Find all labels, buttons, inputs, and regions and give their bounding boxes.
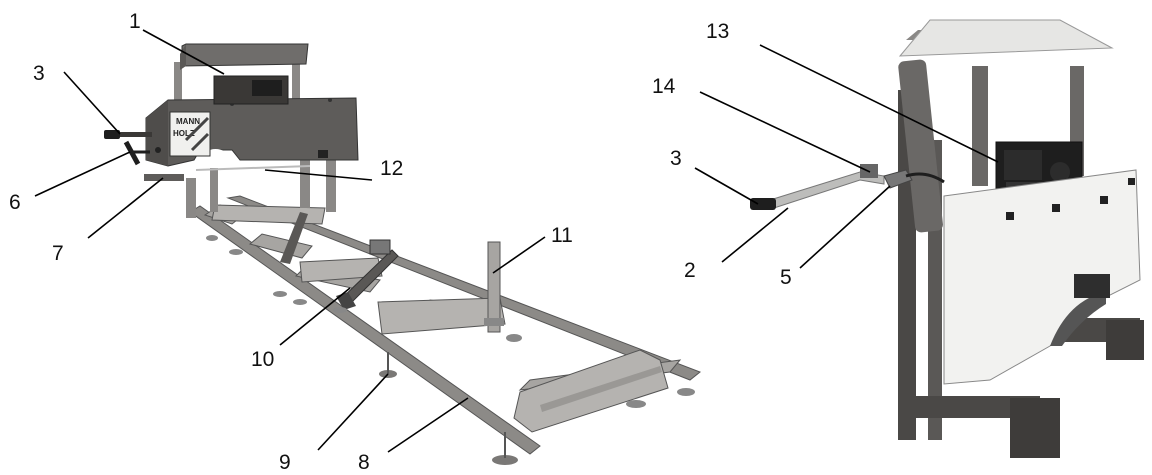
leader-5 (799, 185, 891, 269)
callout-labels: 1 3 6 7 12 11 10 9 8 13 14 3 2 5 (9, 10, 792, 474)
sawmill-full-view: MANN HOLZ (104, 43, 701, 465)
leader-10 (279, 287, 351, 346)
callout-8: 8 (358, 451, 370, 474)
leader-6 (34, 151, 131, 197)
leader-14 (699, 91, 871, 173)
callout-12: 12 (380, 157, 403, 180)
leader-12 (264, 169, 373, 181)
push-handle (104, 130, 152, 139)
height-crank (123, 140, 150, 166)
callout-9: 9 (279, 451, 291, 474)
saw-head-closeup (750, 19, 1144, 458)
leader-11 (492, 236, 546, 274)
closeup-blade-cover (943, 169, 1141, 385)
adjustable-feet (206, 235, 695, 465)
callout-7: 7 (52, 242, 64, 265)
callout-1: 1 (129, 10, 141, 33)
log-stop-post (484, 241, 504, 333)
log-clamp-assembly (280, 212, 399, 310)
leader-8 (387, 397, 469, 453)
brand-logo: MANN HOLZ (169, 111, 211, 157)
callout-14: 14 (652, 75, 676, 98)
leader-13 (759, 44, 999, 163)
saw-head: MANN HOLZ (145, 60, 359, 171)
callout-11: 11 (551, 224, 573, 247)
callout-3-right: 3 (670, 147, 682, 170)
svg-text:HOLZ: HOLZ (173, 129, 195, 138)
leader-1 (142, 29, 225, 75)
closeup-handle-assembly (750, 164, 945, 210)
leader-lines (34, 29, 999, 453)
log-bunks (211, 204, 669, 433)
leader-3-left (63, 71, 121, 135)
leader-3-right (694, 167, 759, 205)
callout-2: 2 (684, 259, 696, 282)
callout-10: 10 (251, 348, 274, 371)
callout-3-left: 3 (33, 62, 45, 85)
closeup-frame (898, 19, 1144, 458)
lower-bracket (144, 174, 184, 181)
leader-7 (87, 177, 164, 239)
engine-canopy (180, 43, 309, 105)
leader-9 (317, 373, 389, 451)
callout-13: 13 (706, 20, 729, 43)
callout-5: 5 (780, 266, 792, 289)
svg-text:MANN: MANN (176, 117, 200, 126)
callout-6: 6 (9, 191, 21, 214)
leader-2 (721, 207, 789, 263)
carriage-legs (186, 150, 336, 218)
